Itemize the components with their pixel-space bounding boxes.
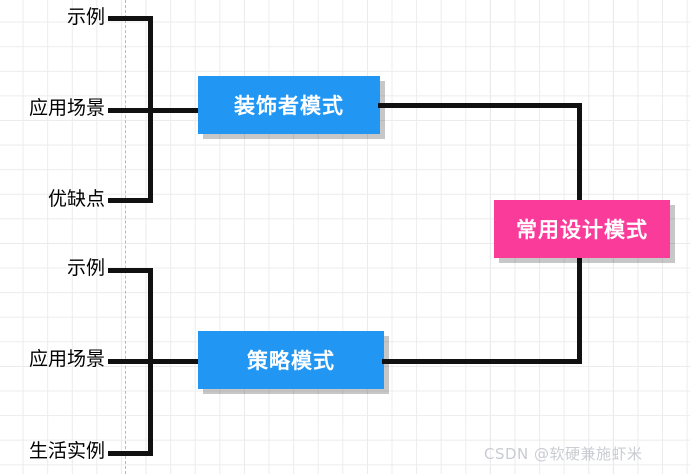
node-decorator-pattern[interactable]: 装饰者模式 bbox=[198, 76, 380, 134]
connector-decorator-proscons bbox=[108, 198, 153, 203]
connector-strategy-reallife bbox=[108, 451, 153, 456]
leaf-decorator-scenario: 应用场景 bbox=[28, 97, 105, 119]
connector-decorator-stem bbox=[148, 108, 203, 113]
connector-strategy-stem bbox=[148, 359, 203, 364]
connector-decorator-to-root bbox=[378, 103, 582, 108]
connector-strategy-scenario bbox=[108, 359, 153, 364]
leaf-strategy-scenario: 应用场景 bbox=[28, 348, 105, 370]
vertical-guide-line bbox=[125, 0, 126, 474]
node-common-design-patterns-label: 常用设计模式 bbox=[516, 218, 648, 242]
leaf-strategy-example: 示例 bbox=[66, 257, 105, 279]
node-strategy-pattern[interactable]: 策略模式 bbox=[198, 331, 384, 389]
node-strategy-pattern-label: 策略模式 bbox=[247, 349, 335, 373]
csdn-watermark: CSDN @软硬兼施虾米 bbox=[484, 445, 643, 463]
connector-decorator-scenario bbox=[108, 108, 153, 113]
leaf-decorator-example: 示例 bbox=[66, 6, 105, 28]
connector-strategy-to-root bbox=[382, 359, 582, 364]
connector-decorator-example bbox=[108, 16, 153, 21]
node-common-design-patterns[interactable]: 常用设计模式 bbox=[494, 200, 670, 258]
connector-strategy-example bbox=[108, 268, 153, 273]
leaf-decorator-proscons: 优缺点 bbox=[47, 188, 105, 210]
leaf-strategy-reallife: 生活实例 bbox=[28, 440, 105, 462]
node-decorator-pattern-label: 装饰者模式 bbox=[234, 94, 344, 118]
